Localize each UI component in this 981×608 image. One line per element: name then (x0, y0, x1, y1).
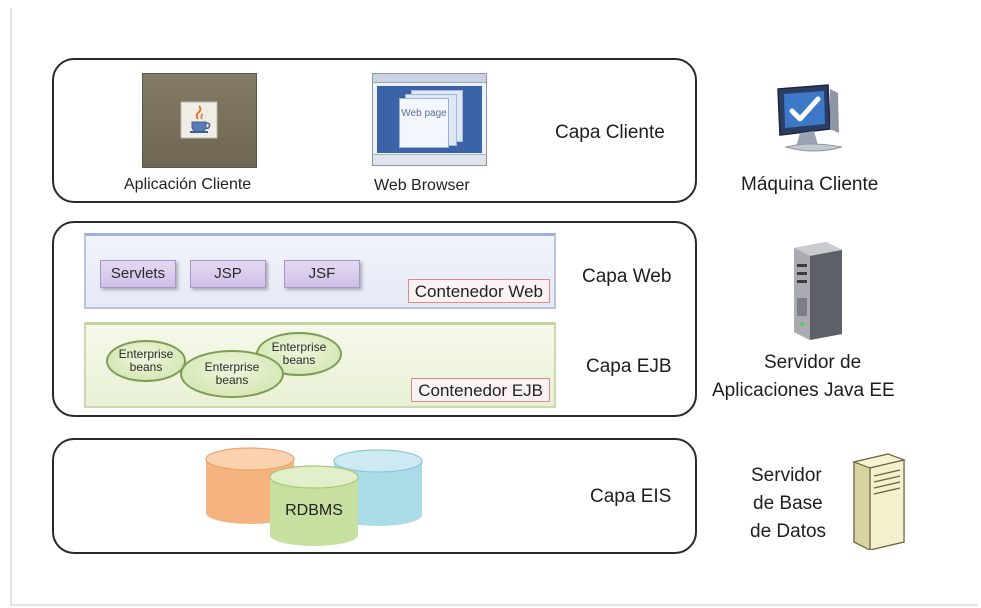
web-browser-thumbnail: Web page (372, 73, 487, 166)
web-container: Servlets JSP JSF Contenedor Web (84, 233, 556, 309)
database-server-icon (851, 453, 907, 550)
diagram-frame (10, 8, 978, 606)
enterprise-bean: Enterprise beans (106, 340, 186, 382)
server-tower-icon (794, 242, 842, 340)
app-server-label-line1: Servidor de (764, 352, 862, 373)
rdbms-label: RDBMS (285, 502, 343, 519)
jsp-component: JSP (190, 260, 266, 288)
web-page-card: Web page (399, 98, 449, 148)
browser-title-bar (373, 74, 486, 83)
database-cylinders-icon (205, 447, 423, 546)
ejb-layer-label: Capa EJB (586, 356, 672, 377)
app-server-label-line2: Aplicaciones Java EE (712, 380, 895, 401)
browser-viewport: Web page (377, 86, 482, 153)
java-cup-icon (180, 101, 218, 139)
eis-layer-label: Capa EIS (590, 486, 672, 507)
web-container-label: Contenedor Web (407, 279, 550, 303)
ejb-container-label: Contenedor EJB (411, 378, 550, 402)
web-browser-caption: Web Browser (374, 177, 470, 194)
java-application-thumbnail (142, 73, 257, 168)
computer-monitor-icon (777, 84, 843, 152)
web-layer-label: Capa Web (582, 266, 672, 287)
servlets-component: Servlets (100, 260, 176, 288)
enterprise-bean: Enterprise beans (180, 350, 284, 398)
client-layer-label: Capa Cliente (555, 122, 665, 143)
db-server-label-line2: de Base (753, 493, 823, 514)
browser-status-bar (373, 154, 486, 165)
client-machine-label: Máquina Cliente (741, 174, 879, 195)
application-client-caption: Aplicación Cliente (124, 176, 252, 193)
db-server-label-line3: de Datos (750, 521, 827, 542)
db-server-label-line1: Servidor (751, 465, 822, 486)
jsf-component: JSF (284, 260, 360, 288)
